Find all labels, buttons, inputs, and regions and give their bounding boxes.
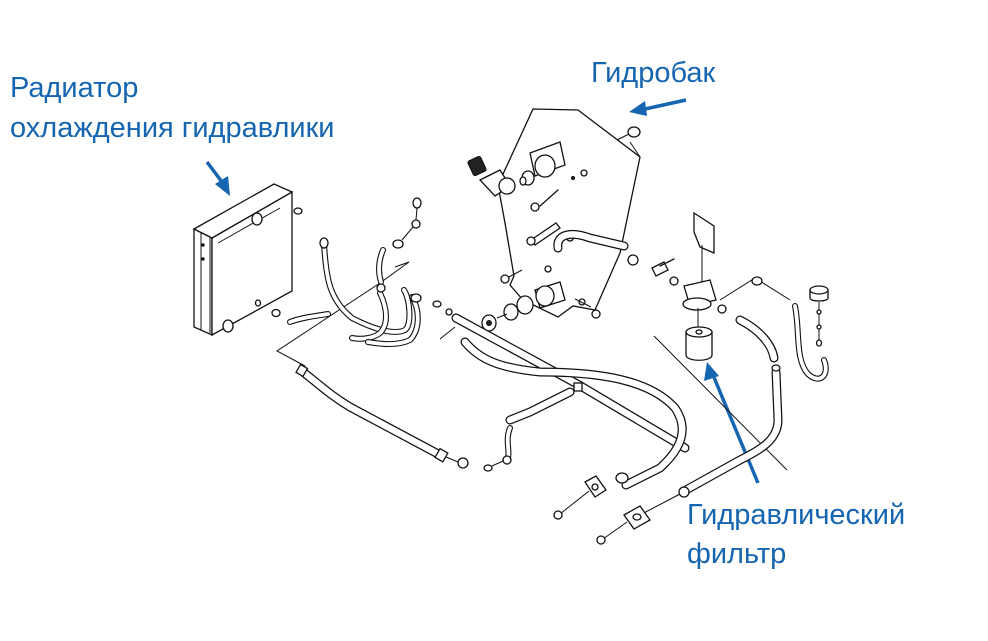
filter-label-line-1: Гидравлический (687, 499, 906, 531)
return-hose (295, 363, 469, 469)
filter-label: Гидравлический фильтр (687, 497, 905, 572)
hydraulic-filter (596, 211, 829, 545)
filter-arrow (704, 362, 760, 484)
suction-lines (451, 313, 690, 520)
tank-arrow (629, 98, 687, 116)
tank-label: Гидробак (591, 55, 715, 91)
radiator-label-line-2: охлаждения гидравлики (10, 112, 335, 144)
radiator-hoses (287, 197, 453, 348)
filter-label-line-2: фильтр (687, 538, 787, 570)
radiator-label: Радиатор охлаждения гидравлики (10, 70, 334, 146)
tank-label-line-1: Гидробак (591, 57, 716, 89)
radiator (192, 183, 303, 337)
hydraulic-tank (467, 108, 641, 321)
radiator-arrow (205, 160, 230, 196)
radiator-label-line-1: Радиатор (10, 72, 139, 104)
